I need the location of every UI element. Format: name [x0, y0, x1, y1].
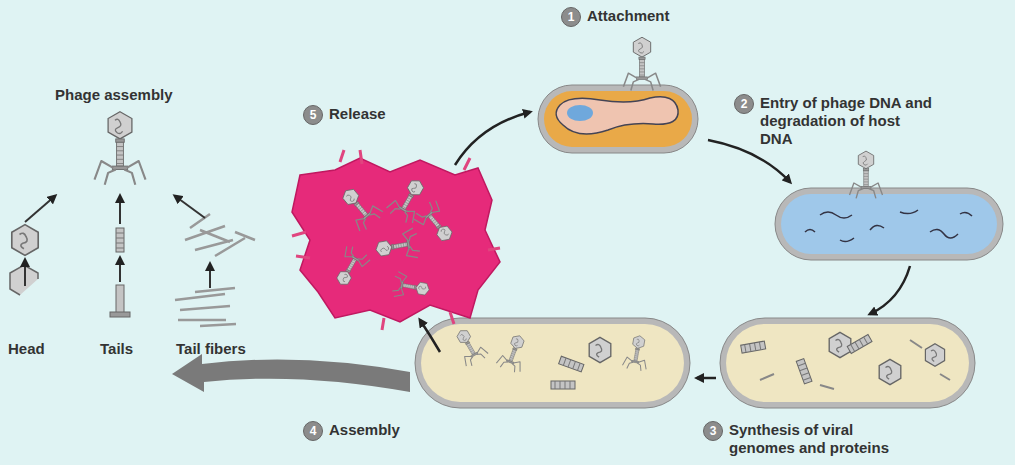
callout-number: 2 [734, 94, 754, 114]
panel-title: Phage assembly [55, 86, 173, 104]
step-caption: Assembly [329, 421, 400, 439]
callout-number: 3 [703, 421, 723, 441]
step-callout: 3 Synthesis of viral genomes and proteins [703, 421, 919, 457]
step-caption: Attachment [587, 7, 670, 25]
step-callout: 4 Assembly [303, 421, 400, 441]
step-callout: 2 Entry of phage DNA and degradation of h… [734, 94, 935, 148]
callout-number: 5 [303, 105, 323, 125]
part-label: Tail fibers [176, 340, 246, 358]
step-caption: Synthesis of viral genomes and proteins [729, 421, 919, 457]
step-callout: 5 Release [303, 105, 386, 125]
part-label: Head [8, 340, 45, 358]
callout-number: 4 [303, 421, 323, 441]
step-callout: 1 Attachment [561, 7, 670, 27]
callout-number: 1 [561, 7, 581, 27]
part-label: Tails [100, 340, 133, 358]
step-caption: Release [329, 105, 386, 123]
step-caption: Entry of phage DNA and degradation of ho… [760, 94, 935, 148]
